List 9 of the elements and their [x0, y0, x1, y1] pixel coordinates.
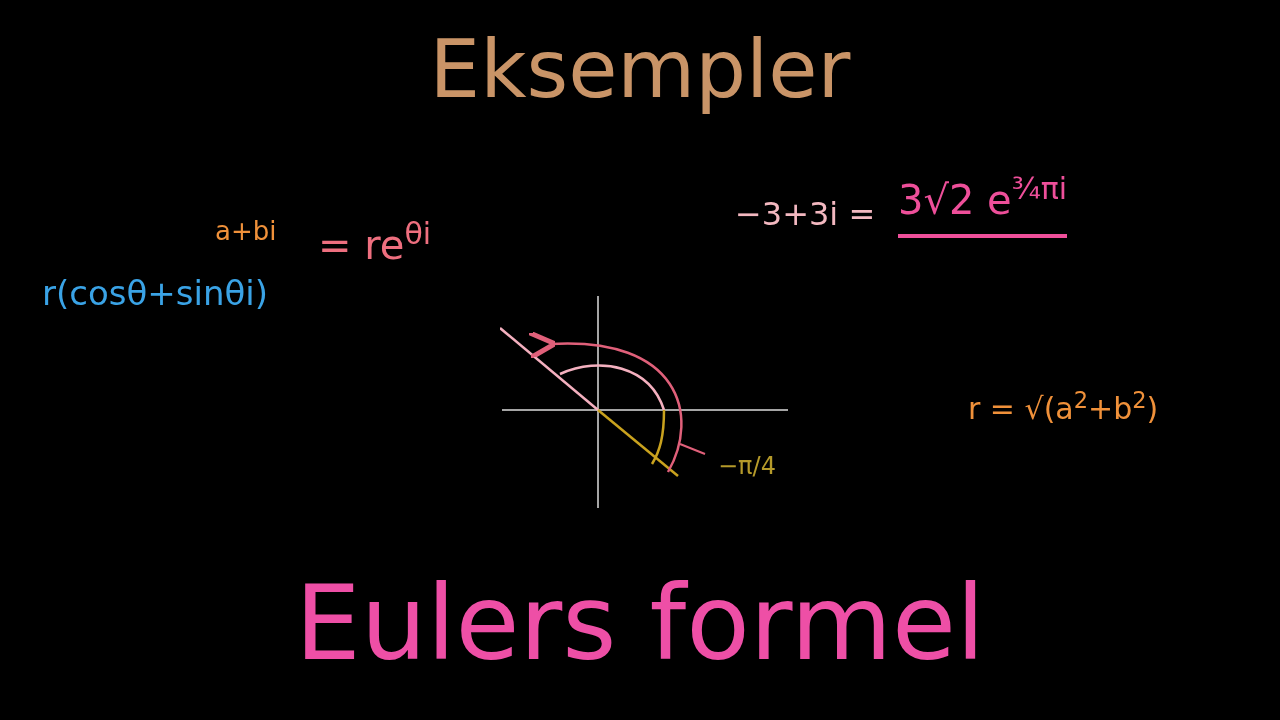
formula-text: r = √(a$^{2}$+b$^{2}$) — [968, 386, 1159, 428]
formula-text: −3+3i = — [735, 194, 876, 235]
title: Eksempler — [429, 22, 851, 118]
angle-label: −π/4 — [718, 451, 776, 482]
formula-text: = re$^{θi}$ — [318, 215, 432, 270]
caption: Eulers formel — [295, 561, 985, 686]
formula-text: r(cosθ+sinθi) — [42, 272, 268, 315]
formula-text: a+bi — [215, 215, 277, 248]
formula-text: 3√2 e$^{¾πi}$ — [898, 170, 1068, 238]
